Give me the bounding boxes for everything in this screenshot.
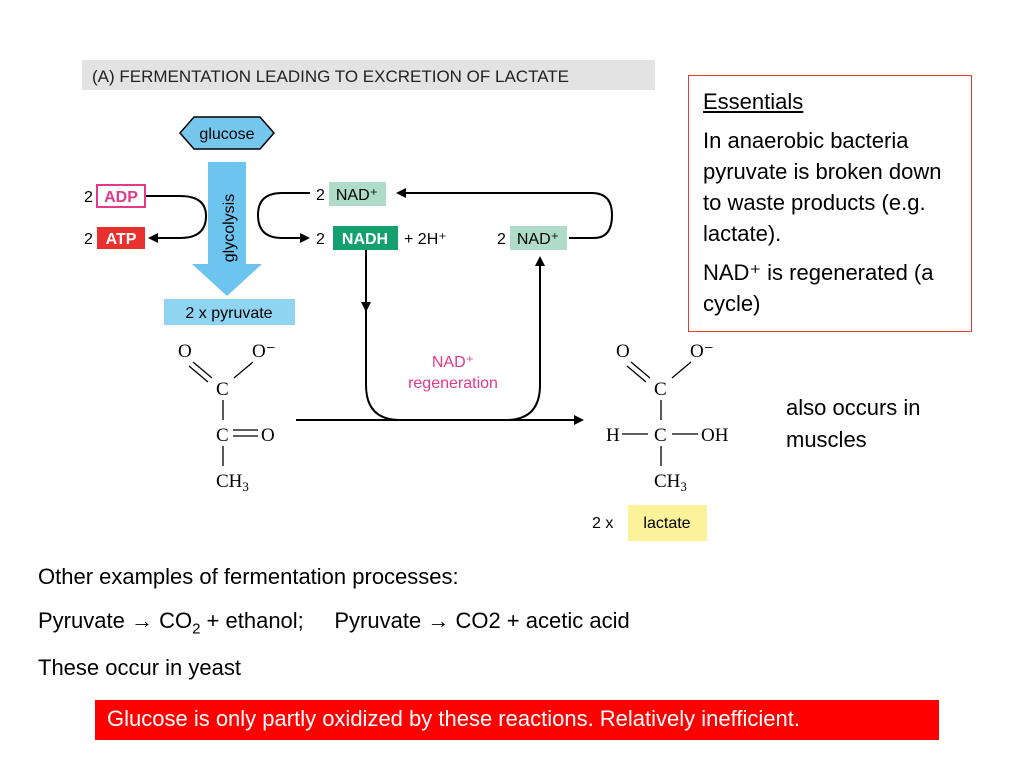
pyruvate-label: 2 x pyruvate bbox=[185, 305, 272, 322]
glycolysis-arrow bbox=[192, 162, 262, 296]
arrow-icon: → bbox=[130, 608, 153, 633]
lactate-prefix: 2 x bbox=[592, 515, 613, 532]
lactate-box bbox=[628, 505, 707, 541]
nad-to-nadh-arrow bbox=[256, 192, 310, 243]
nadh-coefficient: 2 bbox=[316, 231, 325, 248]
regeneration-label-1: NAD⁺ bbox=[432, 354, 474, 371]
side-note: also occurs in muscles bbox=[786, 395, 921, 452]
atp-box bbox=[97, 227, 145, 249]
conclusion-banner: Glucose is only partly oxidized by these… bbox=[95, 700, 939, 740]
adp-coefficient: 2 bbox=[84, 189, 93, 206]
yeast-note: These occur in yeast bbox=[38, 655, 241, 680]
nad-box-top bbox=[329, 182, 386, 206]
lactate-c1: C bbox=[654, 379, 667, 400]
lactate-ch3: CH3 bbox=[654, 471, 687, 494]
fermentation-diagram: (A) FERMENTATION LEADING TO EXCRETION OF… bbox=[82, 60, 729, 541]
pyruvate-c2: C bbox=[216, 425, 229, 446]
arrow-icon: → bbox=[427, 608, 450, 633]
lactate-o-minus: O⁻ bbox=[690, 341, 714, 362]
reaction1-left: Pyruvate bbox=[38, 608, 125, 633]
atp-label: ATP bbox=[106, 231, 137, 248]
pyruvate-c1: C bbox=[216, 379, 229, 400]
adp-label: ADP bbox=[104, 189, 138, 206]
lactate-c2: C bbox=[654, 425, 667, 446]
nad-label-top: NAD⁺ bbox=[336, 187, 378, 204]
adp-box bbox=[96, 184, 146, 208]
lactate-label: lactate bbox=[643, 515, 690, 532]
glycolysis-label: glycolysis bbox=[221, 194, 238, 262]
reactions-line: Pyruvate → CO2 + ethanol; Pyruvate → CO2… bbox=[38, 608, 630, 637]
glucose-hexagon bbox=[179, 116, 275, 150]
nadh-label: NADH bbox=[342, 231, 388, 248]
pyruvate-ch3: CH3 bbox=[216, 471, 249, 494]
reaction2-left: Pyruvate bbox=[334, 608, 422, 633]
lactate-oh: OH bbox=[701, 425, 729, 446]
lactate-structure: O O⁻ C H C OH CH3 bbox=[606, 341, 729, 494]
reaction2-right: CO2 + acetic acid bbox=[455, 608, 630, 633]
atp-coefficient: 2 bbox=[84, 231, 93, 248]
glucose-label: glucose bbox=[199, 126, 254, 143]
lactate-h: H bbox=[606, 425, 620, 446]
pyruvate-box bbox=[164, 299, 295, 325]
nad-coefficient-right: 2 bbox=[497, 231, 506, 248]
other-examples-heading: Other examples of fermentation processes… bbox=[38, 564, 459, 589]
essentials-title: Essentials bbox=[703, 89, 804, 114]
essentials-box: Essentials In anaerobic bacteria pyruvat… bbox=[688, 75, 972, 332]
nad-label-right: NAD⁺ bbox=[517, 231, 559, 248]
essentials-nad-text: NAD⁺ is regenerated (a cycle) bbox=[703, 260, 934, 316]
pyruvate-o-left: O bbox=[178, 341, 192, 362]
plus-2h-label: + 2H⁺ bbox=[404, 231, 447, 248]
figure-title: (A) FERMENTATION LEADING TO EXCRETION OF… bbox=[92, 67, 569, 86]
pyruvate-o-minus: O⁻ bbox=[252, 341, 276, 362]
adp-to-atp-arrow bbox=[146, 195, 208, 243]
nad-box-right bbox=[510, 226, 567, 250]
nadh-box bbox=[333, 226, 398, 250]
pyruvate-o-double: O bbox=[261, 425, 275, 446]
regeneration-label-2: regeneration bbox=[408, 375, 498, 392]
reaction1-tail: + ethanol; bbox=[206, 608, 304, 633]
lactate-o-left: O bbox=[616, 341, 630, 362]
nad-return-arrow bbox=[396, 188, 614, 239]
figure-title-bar bbox=[82, 60, 655, 90]
reaction1-subscript: 2 bbox=[192, 620, 201, 638]
pyruvate-structure: O O⁻ C C O CH3 bbox=[178, 341, 276, 494]
nad-regeneration-loop bbox=[365, 250, 545, 421]
essentials-text: In anaerobic bacteria pyruvate is broken… bbox=[703, 128, 942, 246]
reaction1-co2: CO bbox=[159, 608, 193, 633]
nad-coefficient-top: 2 bbox=[316, 187, 325, 204]
